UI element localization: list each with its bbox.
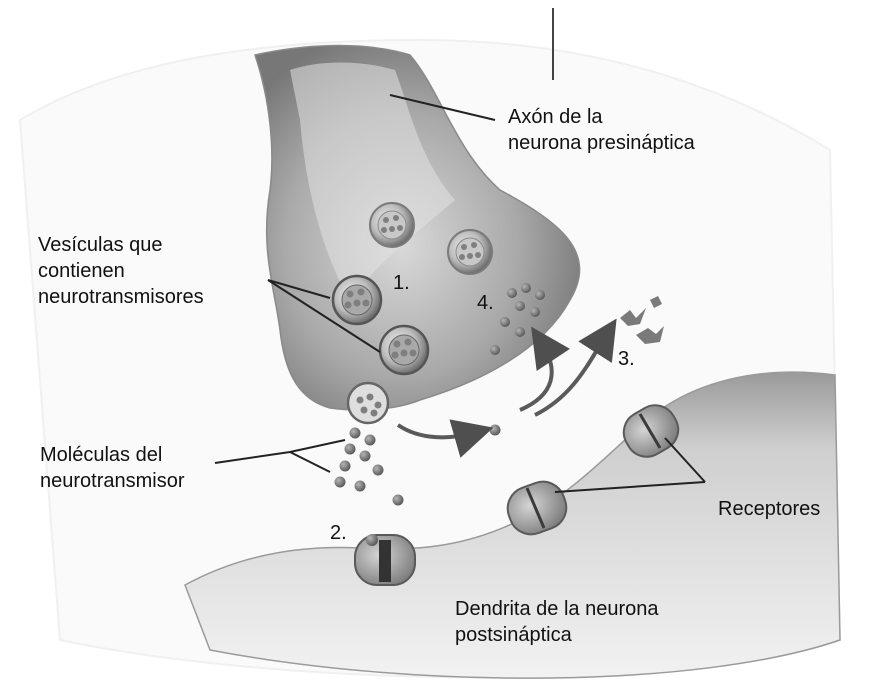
receptor-1	[355, 535, 415, 585]
label-receptors: Receptores	[718, 496, 820, 522]
vesicle-fusing	[348, 383, 388, 423]
label-vesicles: Vesículas que contienen neurotransmisore…	[38, 232, 204, 310]
label-dendrite: Dendrita de la neurona postsináptica	[455, 596, 658, 648]
vesicle-2	[448, 230, 492, 274]
step-3-label: 3.	[618, 346, 635, 372]
step-4-label: 4.	[477, 290, 494, 316]
step-1-label: 1.	[393, 270, 410, 296]
label-molecules: Moléculas del neurotransmisor	[40, 442, 185, 494]
vesicle-1	[370, 203, 414, 247]
step-2-label: 2.	[330, 520, 347, 546]
label-axon: Axón de la neurona presináptica	[508, 104, 695, 156]
